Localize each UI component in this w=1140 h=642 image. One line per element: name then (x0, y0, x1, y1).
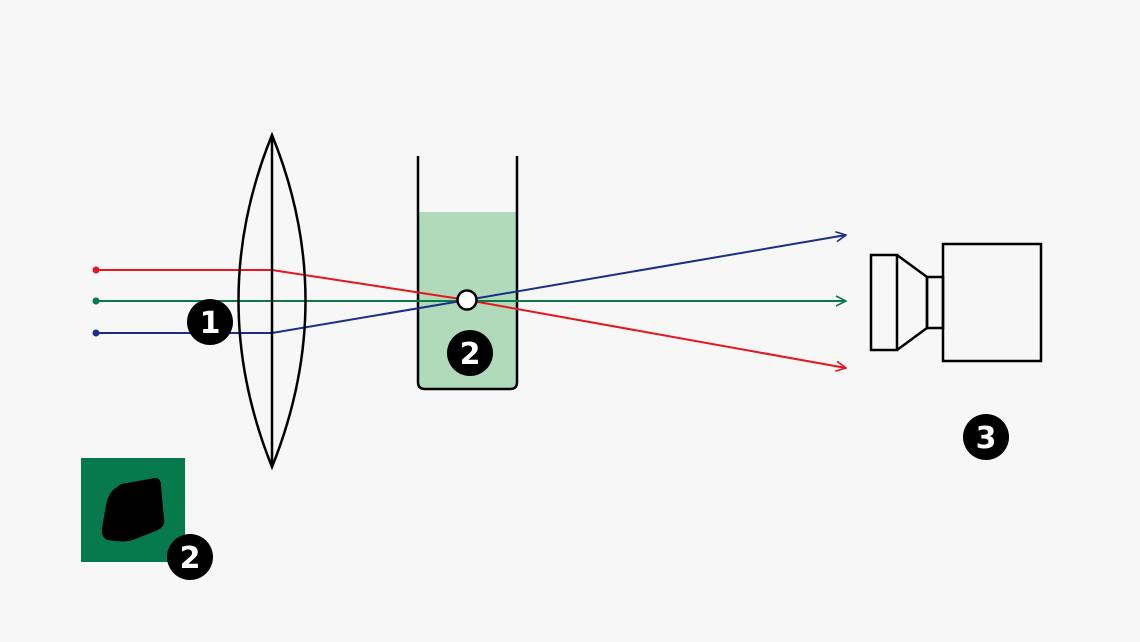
camera-icon (869, 242, 1043, 363)
badge-camera-number: 3 (976, 421, 997, 456)
badge-sample: 2 (167, 534, 213, 580)
badge-lens-number: 1 (200, 306, 221, 341)
badge-lens: 1 (187, 299, 233, 345)
cuvette-icon (416, 156, 519, 391)
badge-cuvette-number: 2 (460, 337, 481, 372)
sample-particle-icon (101, 478, 165, 542)
ray-blue (96, 235, 846, 334)
biconvex-lens-icon (237, 131, 307, 471)
badge-cuvette: 2 (447, 330, 493, 376)
ray-red (96, 269, 846, 368)
badge-sample-number: 2 (180, 541, 201, 576)
badge-camera: 3 (963, 414, 1009, 460)
sample-inset (81, 458, 185, 562)
particle-circle-icon (456, 289, 478, 311)
